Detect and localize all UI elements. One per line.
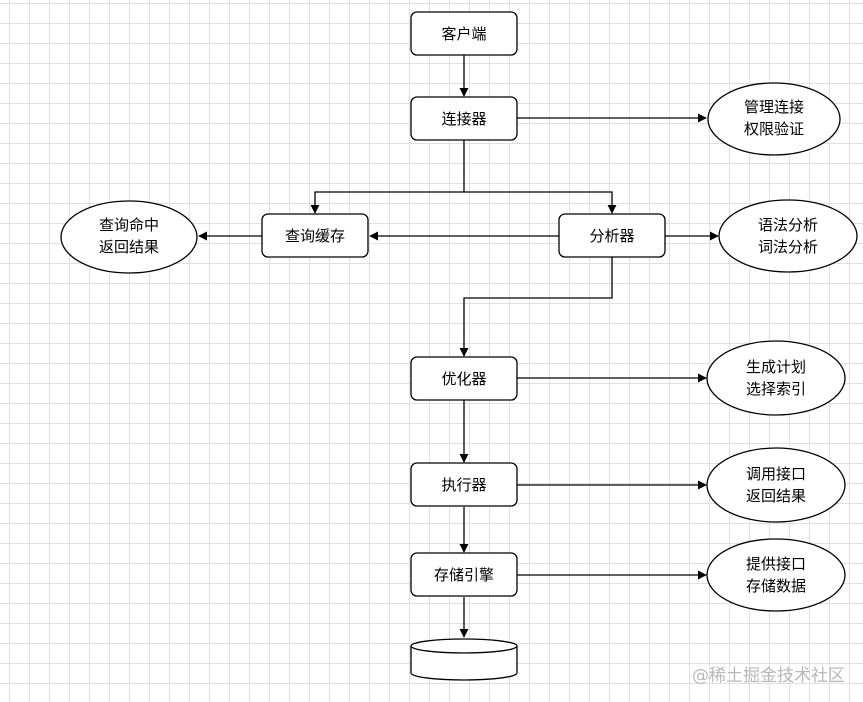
- edge-analyzer-optimizer: [459, 257, 613, 357]
- node-executor-label: 执行器: [441, 476, 486, 494]
- node-optimizer-label: 优化器: [441, 370, 486, 388]
- edge-connector-query-cache: [310, 140, 465, 214]
- database-cylinder-icon: [410, 638, 518, 681]
- note-storage-engine-line-2: 存储数据: [746, 577, 806, 595]
- note-storage-engine: 提供接口 存储数据: [706, 538, 846, 612]
- note-executor-line-2: 返回结果: [746, 487, 806, 505]
- edge-connector-analyzer: [464, 191, 617, 214]
- node-storage-engine-label: 存储引擎: [434, 566, 494, 584]
- note-query-cache-line-2: 返回结果: [99, 238, 159, 256]
- node-connector: 连接器: [410, 96, 518, 141]
- node-optimizer: 优化器: [410, 356, 518, 401]
- node-client: 客户端: [410, 11, 518, 56]
- note-executor-line-1: 调用接口: [746, 465, 806, 483]
- note-analyzer-line-1: 语法分析: [758, 216, 818, 234]
- watermark-text: @稀土掘金技术社区: [692, 666, 845, 686]
- note-optimizer: 生成计划 选择索引: [706, 340, 846, 416]
- node-query-cache: 查询缓存: [261, 213, 369, 258]
- note-query-cache-line-1: 查询命中: [99, 216, 159, 234]
- note-query-cache: 查询命中 返回结果: [60, 200, 198, 274]
- node-analyzer-label: 分析器: [589, 227, 634, 245]
- note-executor: 调用接口 返回结果: [706, 447, 846, 523]
- note-optimizer-line-2: 选择索引: [746, 380, 806, 398]
- note-storage-engine-line-1: 提供接口: [746, 555, 806, 573]
- note-connector-line-2: 权限验证: [744, 120, 804, 138]
- node-query-cache-label: 查询缓存: [285, 227, 345, 245]
- note-optimizer-line-1: 生成计划: [746, 358, 806, 376]
- note-connector-line-1: 管理连接: [744, 98, 804, 116]
- node-executor: 执行器: [410, 462, 518, 507]
- note-analyzer: 语法分析 词法分析: [718, 199, 858, 273]
- node-connector-label: 连接器: [441, 110, 486, 128]
- node-storage-engine: 存储引擎: [410, 552, 518, 597]
- note-analyzer-line-2: 词法分析: [758, 238, 818, 256]
- node-analyzer: 分析器: [558, 213, 666, 258]
- note-connector: 管理连接 权限验证: [707, 82, 841, 156]
- node-client-label: 客户端: [441, 25, 486, 43]
